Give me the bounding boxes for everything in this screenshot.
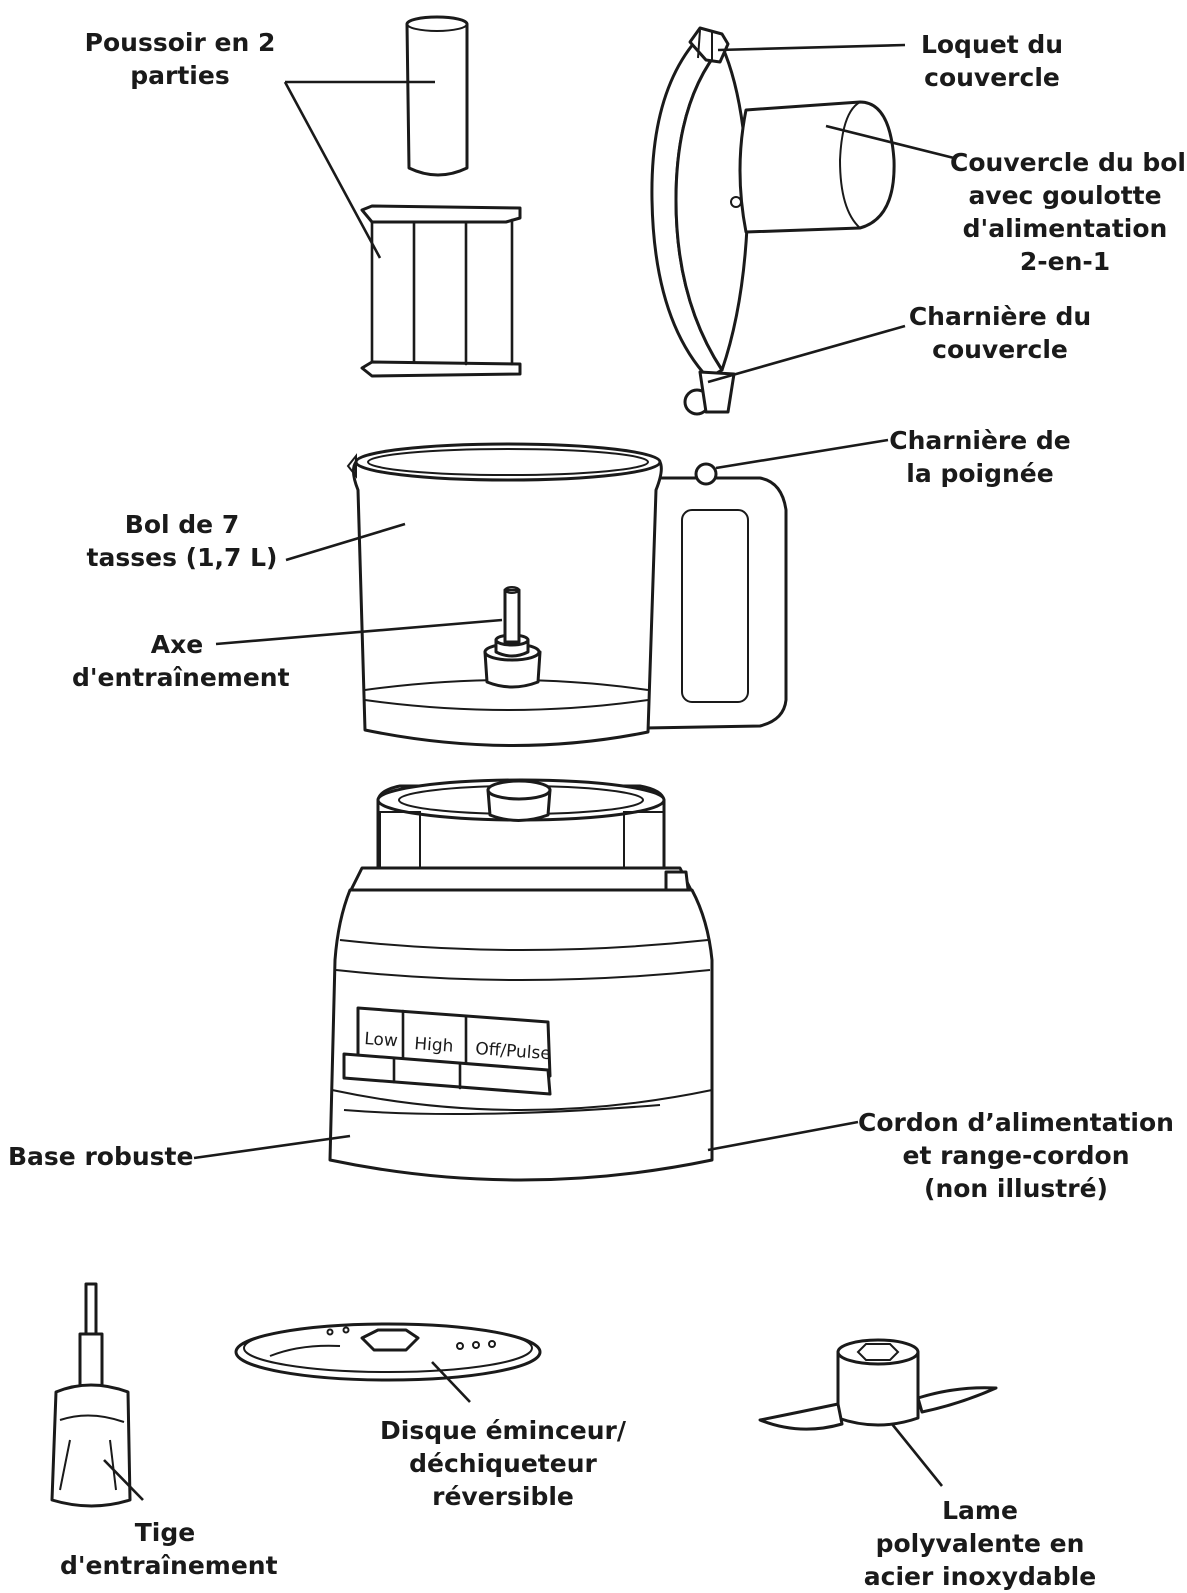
leader-lines: [103, 43, 955, 1501]
blade-illustration: [758, 1338, 998, 1431]
label-base: Base robuste: [8, 1142, 194, 1171]
base-illustration: Low High Off/Pulse: [328, 778, 714, 1182]
button-high: High: [414, 1034, 454, 1057]
pusher-illustration: [360, 15, 522, 378]
lid-illustration: [650, 26, 896, 416]
disc-illustration: [234, 1322, 542, 1382]
drive-stem-illustration: [50, 1282, 132, 1508]
button-low: Low: [364, 1029, 399, 1051]
bowl-illustration: [346, 442, 788, 748]
